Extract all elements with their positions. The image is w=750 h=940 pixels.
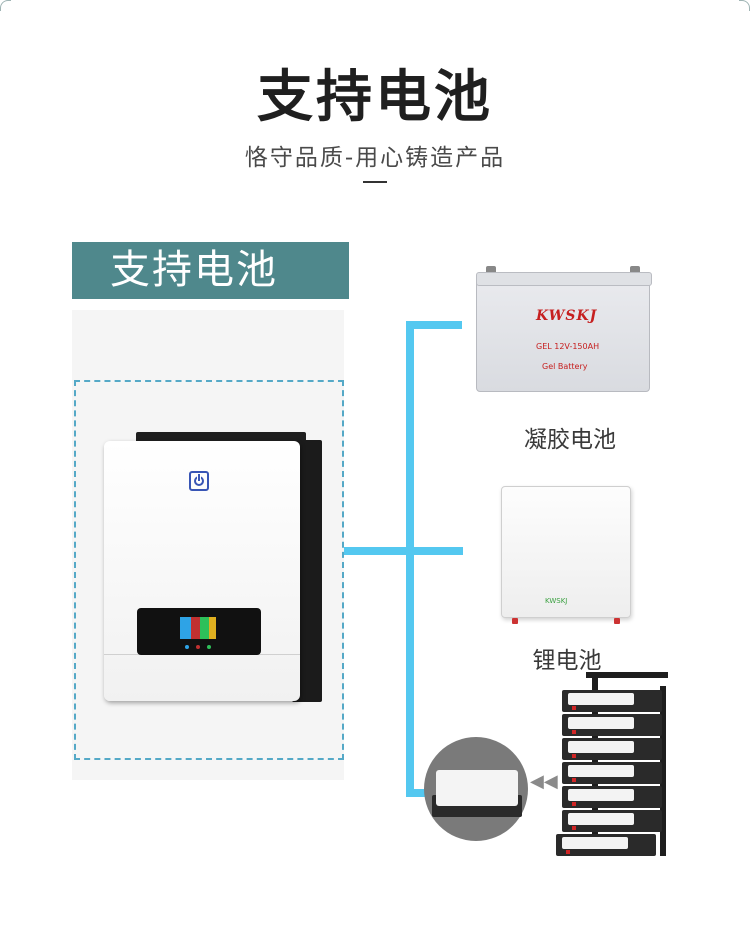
lithium-foot-right [614, 618, 620, 624]
lithium-battery-label: 锂电池 [532, 648, 602, 674]
title-divider [363, 181, 387, 183]
rack-battery-module [562, 810, 662, 832]
rack-post-right [660, 686, 666, 856]
gel-battery-brand: KWSKJ [536, 308, 598, 324]
rack-module-zoom-face [436, 770, 518, 806]
status-led-red [196, 645, 200, 649]
power-icon [189, 471, 209, 491]
arrow-left-icon: ◀◀ [530, 771, 558, 792]
inverter-lcd-screen [180, 617, 216, 639]
rack-top-bar [586, 672, 668, 678]
rack-battery-module [562, 738, 662, 760]
page-subtitle: 恪守品质-用心铸造产品 [244, 145, 506, 171]
status-led-blue [185, 645, 189, 649]
rack-battery-module [556, 834, 656, 856]
gel-battery-image [476, 280, 650, 392]
rack-battery-module [562, 786, 662, 808]
connector-trunk-vertical [406, 321, 414, 797]
gel-battery-model: GEL 12V-150AH [536, 342, 600, 351]
lithium-battery-brand: KWSKJ [545, 597, 568, 605]
gel-battery-lid [476, 272, 652, 286]
connector-rack-branch [406, 789, 426, 797]
corner-decoration-right [739, 0, 750, 11]
section-banner: 支持电池 [72, 242, 349, 299]
terminal-left [486, 266, 496, 274]
gel-battery-type: Gel Battery [542, 362, 588, 371]
status-led-green [207, 645, 211, 649]
rack-battery-module [562, 714, 662, 736]
rack-battery-module [562, 690, 662, 712]
lithium-foot-left [512, 618, 518, 624]
inverter-dashed-frame [74, 380, 344, 760]
lithium-battery-image [501, 486, 631, 618]
gel-battery-label: 凝胶电池 [524, 427, 616, 453]
terminal-right [630, 266, 640, 274]
page-title: 支持电池 [257, 65, 493, 130]
connector-main-horizontal [344, 547, 463, 555]
connector-gel-branch [406, 321, 462, 329]
rack-battery-module [562, 762, 662, 784]
corner-decoration-left [0, 0, 11, 11]
